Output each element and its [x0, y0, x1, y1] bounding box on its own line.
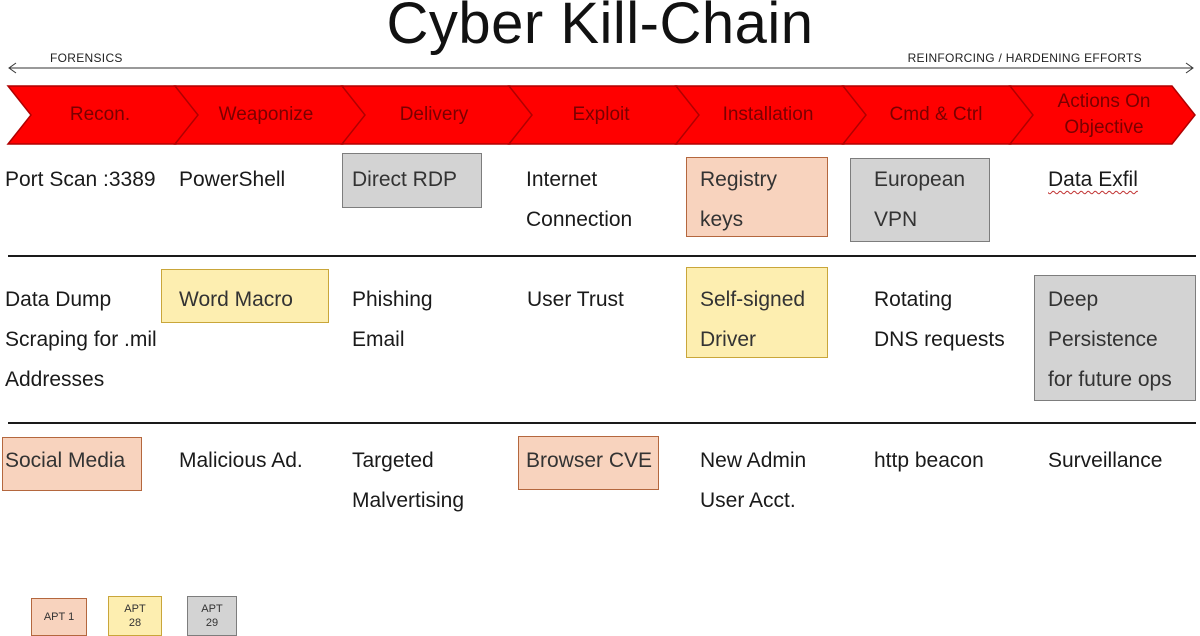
- stage-label-recon: Recon.: [69, 104, 131, 125]
- page-title: Cyber Kill-Chain: [386, 0, 814, 56]
- cell-powershell: PowerShell: [179, 168, 286, 191]
- apt1-box-registry-keys: [686, 157, 828, 237]
- forensics-label: FORENSICS: [50, 51, 123, 65]
- hardening-label: REINFORCING / HARDENING EFFORTS: [907, 51, 1142, 65]
- stage-label-cmd-ctrl: Cmd & Ctrl: [889, 104, 983, 125]
- apt1-box-social-media: [2, 437, 142, 491]
- cell-data-exfil: Data Exfil: [1048, 168, 1138, 191]
- cell-http-beacon: http beacon: [874, 449, 984, 472]
- cell-word-macro: Word Macro: [179, 288, 293, 311]
- cell-surveillance: Surveillance: [1048, 449, 1163, 472]
- stage-label-actions: Actions On Objective: [1057, 91, 1151, 138]
- chevron-actions: [1008, 85, 1196, 145]
- cell-direct-rdp: Direct RDP: [352, 168, 458, 191]
- row-divider-1: [8, 255, 1196, 257]
- stage-label-exploit: Exploit: [572, 104, 630, 125]
- apt29-box-deep-persistence: [1034, 275, 1196, 401]
- apt1-box-browser-cve: [518, 436, 659, 490]
- kill-chain-chevrons: [6, 85, 1196, 145]
- apt29-box-european-vpn: [850, 158, 990, 242]
- cell-browser-cve: Browser CVE: [526, 449, 653, 472]
- cell-user-trust: User Trust: [527, 288, 624, 311]
- apt29-box-direct-rdp: [342, 153, 482, 208]
- stage-label-delivery: Delivery: [399, 104, 469, 125]
- direction-arrow: [8, 62, 1194, 74]
- row-divider-2: [8, 422, 1196, 424]
- stage-label-weaponize: Weaponize: [218, 104, 314, 125]
- cell-malicious-ad: Malicious Ad.: [179, 449, 303, 472]
- apt28-box-word-macro: [161, 269, 329, 323]
- legend-apt1: APT 1: [31, 598, 87, 636]
- stage-label-installation: Installation: [722, 104, 814, 125]
- cell-social-media: Social Media: [5, 449, 126, 472]
- apt28-box-self-signed-driver: [686, 267, 828, 358]
- cell-port-scan: Port Scan :3389: [5, 168, 156, 191]
